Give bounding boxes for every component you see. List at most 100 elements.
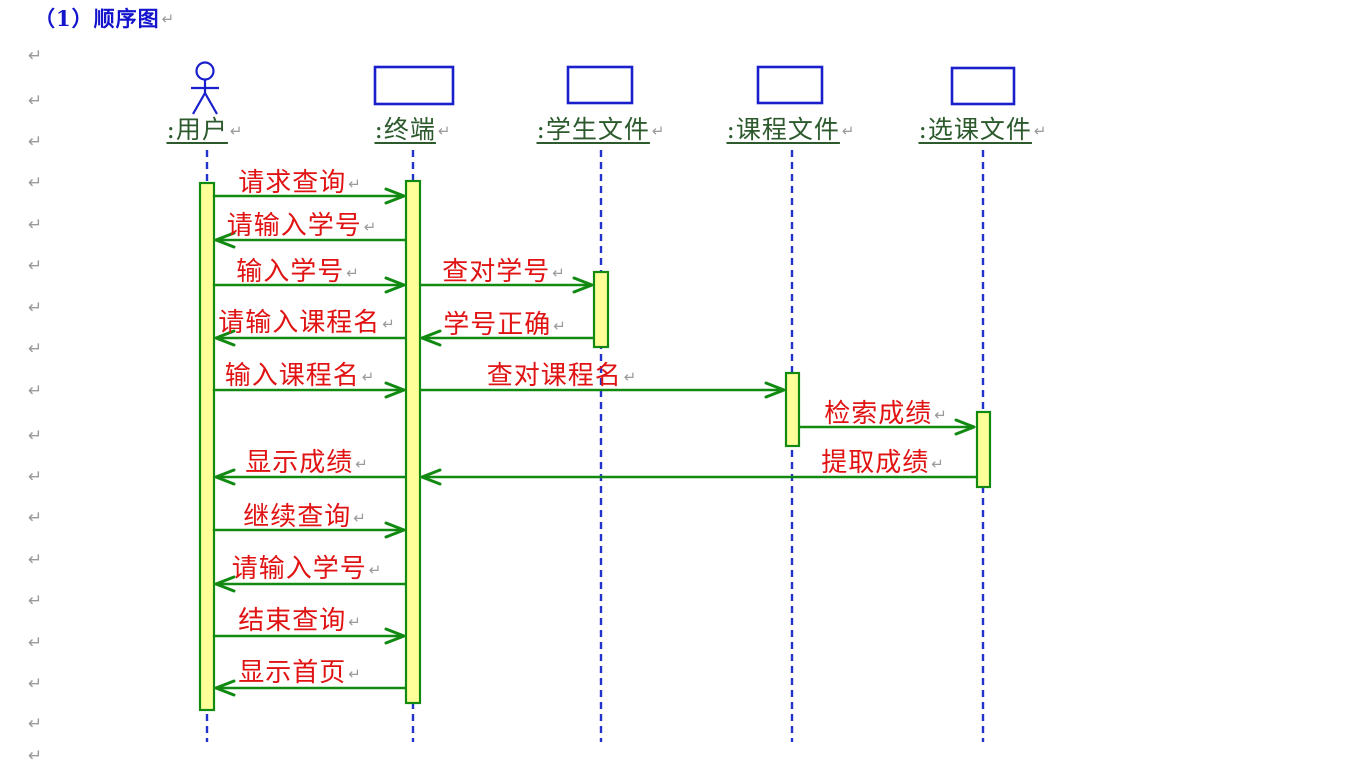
- message-label-13: 结束查询↵: [238, 608, 362, 634]
- pilcrow-mark: ↵: [841, 122, 856, 140]
- message-label-text: 查对课程名: [486, 361, 622, 391]
- message-arrow-9: [214, 468, 407, 486]
- lifeline-label-text: :用户: [166, 115, 228, 144]
- pilcrow-mark: ↵: [353, 509, 367, 527]
- activation-bar-course-file: [784, 371, 801, 448]
- margin-pilcrow-mark: ↵: [28, 467, 43, 487]
- pilcrow-mark: ↵: [346, 264, 360, 282]
- message-label-text: 请输入学号: [226, 211, 362, 241]
- pilcrow-mark: ↵: [382, 315, 396, 333]
- pilcrow-mark: ↵: [623, 368, 638, 386]
- message-label-10: 提取成绩↵: [821, 450, 945, 476]
- message-arrow-0: [212, 187, 406, 205]
- margin-pilcrow-mark: ↵: [28, 381, 43, 401]
- margin-pilcrow-mark: ↵: [28, 550, 43, 570]
- message-label-text: 学号正确: [443, 310, 552, 340]
- message-label-text: 输入学号: [236, 257, 345, 287]
- message-label-2: 输入学号↵: [236, 259, 360, 285]
- pilcrow-mark: ↵: [552, 264, 566, 282]
- lifeline-label-student-file: :学生文件↵: [536, 115, 666, 144]
- message-label-11: 继续查询↵: [243, 504, 367, 530]
- activation-bar-enroll-file: [975, 410, 992, 489]
- message-label-12: 请输入学号↵: [232, 556, 383, 582]
- lifeline-label-course-file: :课程文件↵: [726, 115, 856, 144]
- object-box-student-file: [566, 65, 634, 105]
- lifeline-label-terminal: :终端↵: [374, 115, 451, 144]
- pilcrow-mark: ↵: [229, 122, 244, 140]
- margin-pilcrow-mark: ↵: [28, 46, 43, 66]
- message-arrow-7: [419, 381, 786, 399]
- lifeline-label-user: :用户↵: [166, 115, 244, 144]
- pilcrow-mark: ↵: [348, 665, 362, 683]
- message-arrow-10: [420, 468, 978, 486]
- message-arrow-3: [419, 276, 594, 294]
- message-label-8: 检索成绩↵: [824, 401, 948, 427]
- margin-pilcrow-mark: ↵: [28, 91, 43, 111]
- lifeline-label-text: :学生文件: [536, 115, 650, 144]
- pilcrow-mark: ↵: [553, 317, 567, 335]
- message-label-7: 查对课程名↵: [487, 363, 638, 389]
- pilcrow-mark: ↵: [934, 406, 948, 424]
- object-box-course-file: [756, 65, 824, 105]
- margin-pilcrow-mark: ↵: [28, 173, 43, 193]
- pilcrow-mark: ↵: [363, 218, 378, 236]
- pilcrow-mark: ↵: [361, 368, 376, 386]
- message-arrow-13: [212, 627, 406, 645]
- lifeline-label-text: :选课文件: [918, 115, 1032, 144]
- message-label-9: 显示成绩↵: [245, 450, 369, 476]
- pilcrow-mark: ↵: [161, 10, 176, 28]
- margin-pilcrow-mark: ↵: [28, 746, 43, 766]
- message-label-text: 输入课程名: [224, 361, 360, 391]
- message-label-3: 查对学号↵: [442, 259, 566, 285]
- margin-pilcrow-mark: ↵: [28, 633, 43, 653]
- message-arrow-2: [212, 276, 406, 294]
- message-label-text: 请输入学号: [231, 554, 367, 584]
- message-arrow-6: [212, 381, 406, 399]
- actor-icon: [191, 61, 219, 115]
- lifeline-label-text: :课程文件: [726, 115, 840, 144]
- lifeline-label-enroll-file: :选课文件↵: [918, 115, 1048, 144]
- pilcrow-mark: ↵: [368, 561, 383, 579]
- pilcrow-mark: ↵: [348, 175, 362, 193]
- margin-pilcrow-mark: ↵: [28, 132, 43, 152]
- title-text: （1）顺序图: [34, 6, 160, 31]
- message-label-text: 检索成绩: [824, 399, 933, 429]
- margin-pilcrow-mark: ↵: [28, 256, 43, 276]
- message-label-6: 输入课程名↵: [225, 363, 376, 389]
- pilcrow-mark: ↵: [348, 613, 362, 631]
- message-label-text: 显示成绩: [245, 448, 354, 478]
- pilcrow-mark: ↵: [651, 122, 666, 140]
- message-label-1: 请输入学号↵: [227, 213, 378, 239]
- message-label-text: 请求查询: [238, 168, 347, 198]
- margin-pilcrow-mark: ↵: [28, 215, 43, 235]
- activation-bar-terminal: [404, 179, 422, 705]
- activation-bar-student-file: [592, 270, 610, 349]
- message-arrow-11: [212, 521, 406, 539]
- margin-pilcrow-mark: ↵: [28, 674, 43, 694]
- page-title: （1）顺序图↵: [34, 3, 175, 33]
- message-label-text: 显示首页: [238, 658, 347, 688]
- lifeline-label-text: :终端: [374, 115, 436, 144]
- margin-pilcrow-mark: ↵: [28, 508, 43, 528]
- pilcrow-mark: ↵: [1033, 122, 1048, 140]
- pilcrow-mark: ↵: [931, 455, 945, 473]
- message-label-4: 请输入课程名↵: [218, 310, 396, 336]
- message-arrow-8: [798, 418, 976, 436]
- message-label-text: 结束查询: [238, 606, 347, 636]
- message-label-text: 请输入课程名: [218, 308, 381, 338]
- message-arrow-4: [214, 329, 407, 347]
- message-label-14: 显示首页↵: [238, 660, 362, 686]
- margin-pilcrow-mark: ↵: [28, 426, 43, 446]
- margin-pilcrow-mark: ↵: [28, 339, 43, 359]
- margin-pilcrow-mark: ↵: [28, 714, 43, 734]
- message-label-text: 继续查询: [243, 502, 352, 532]
- message-arrow-1: [214, 231, 407, 249]
- message-label-0: 请求查询↵: [238, 170, 362, 196]
- object-box-terminal: [373, 65, 455, 106]
- margin-pilcrow-mark: ↵: [28, 298, 43, 318]
- activation-bar-user: [198, 181, 216, 712]
- margin-pilcrow-mark: ↵: [28, 591, 43, 611]
- message-label-text: 查对学号: [442, 257, 551, 287]
- message-arrow-14: [214, 679, 407, 697]
